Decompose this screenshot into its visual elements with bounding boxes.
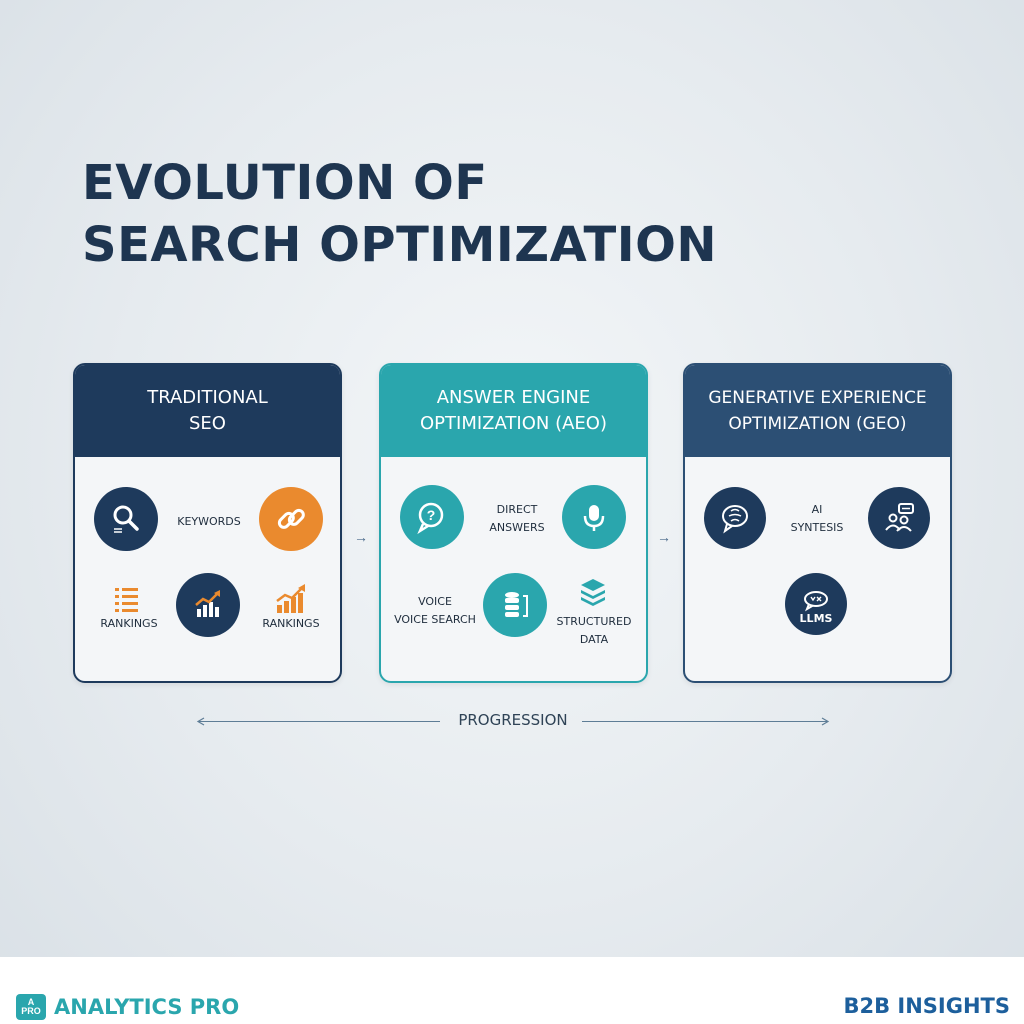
people-chat-icon bbox=[868, 487, 930, 549]
logo-top-text: A bbox=[27, 997, 35, 1007]
progression-line-right bbox=[582, 721, 828, 722]
title-line-1: EVOLUTION OF bbox=[82, 155, 488, 211]
card-header: TRADITIONAL SEO bbox=[75, 365, 340, 457]
voice-line-2: VOICE SEARCH bbox=[394, 613, 476, 626]
llm-chat-icon bbox=[785, 573, 847, 635]
rankings-label-left: RANKINGS bbox=[100, 617, 158, 630]
database-icon bbox=[483, 573, 547, 637]
connector-arrow-2: → bbox=[657, 529, 671, 545]
magnifier-icon bbox=[94, 487, 158, 551]
card-heading-line-1: GENERATIVE EXPERIENCE bbox=[708, 388, 927, 408]
card-heading-line-2: SEO bbox=[189, 413, 226, 434]
direct-answers-line-2: ANSWERS bbox=[489, 521, 545, 534]
title-line-2: SEARCH OPTIMIZATION bbox=[82, 217, 718, 273]
layers-icon bbox=[578, 577, 608, 607]
question-chat-icon: ? bbox=[400, 485, 464, 549]
card-heading-line-2: OPTIMIZATION (AEO) bbox=[420, 413, 607, 434]
progression-label: PROGRESSION bbox=[458, 711, 568, 729]
list-icon bbox=[112, 584, 142, 614]
ai-line-2: SYNTESIS bbox=[790, 521, 844, 534]
direct-answers-line-1: DIRECT bbox=[496, 503, 538, 516]
ai-line-1: AI bbox=[811, 503, 823, 516]
voice-line-1: VOICE bbox=[418, 595, 452, 608]
card-aeo: ANSWER ENGINE OPTIMIZATION (AEO) ? DIREC… bbox=[379, 363, 648, 683]
link-icon bbox=[259, 487, 323, 551]
card-heading-line-1: TRADITIONAL bbox=[147, 387, 268, 408]
voice-search-label: VOICE VOICE SEARCH bbox=[385, 593, 485, 629]
progression-arrowhead-right bbox=[821, 717, 830, 726]
card-traditional-seo: TRADITIONAL SEO KEYWORDS RANKINGS RANKIN… bbox=[73, 363, 342, 683]
direct-answers-label: DIRECT ANSWERS bbox=[477, 501, 557, 537]
rankings-label-right: RANKINGS bbox=[262, 617, 320, 630]
ai-synthesis-label: AI SYNTESIS bbox=[777, 501, 857, 537]
analytics-pro-logo: A PRO bbox=[16, 994, 46, 1020]
bar-chart-icon bbox=[176, 573, 240, 637]
structured-line-2: DATA bbox=[579, 633, 609, 646]
progression-bar: PROGRESSION bbox=[196, 711, 830, 731]
connector-arrow-1: → bbox=[354, 529, 368, 545]
page-title: EVOLUTION OF SEARCH OPTIMIZATION bbox=[82, 152, 717, 276]
card-heading-line-1: ANSWER ENGINE bbox=[436, 387, 591, 408]
b2b-insights-label: B2B INSIGHTS bbox=[843, 994, 1010, 1018]
card-header: GENERATIVE EXPERIENCE OPTIMIZATION (GEO) bbox=[685, 365, 950, 457]
microphone-icon bbox=[562, 485, 626, 549]
growth-chart-icon bbox=[273, 581, 309, 617]
brain-chat-icon bbox=[704, 487, 766, 549]
footer-band bbox=[0, 957, 1024, 1024]
structured-line-1: STRUCTURED bbox=[556, 615, 632, 628]
progression-line-left bbox=[198, 721, 440, 722]
keywords-label: KEYWORDS bbox=[177, 515, 241, 528]
progression-arrowhead-left bbox=[196, 717, 205, 726]
brand-name: ANALYTICS PRO bbox=[54, 995, 240, 1019]
brand-block: A PRO ANALYTICS PRO bbox=[16, 994, 239, 1020]
llms-label: LLMS bbox=[799, 612, 833, 625]
svg-text:?: ? bbox=[427, 507, 436, 523]
card-header: ANSWER ENGINE OPTIMIZATION (AEO) bbox=[381, 365, 646, 457]
card-heading-line-2: OPTIMIZATION (GEO) bbox=[728, 414, 907, 434]
structured-data-label: STRUCTURED DATA bbox=[551, 613, 637, 649]
logo-bottom-text: PRO bbox=[21, 1006, 41, 1016]
card-geo: GENERATIVE EXPERIENCE OPTIMIZATION (GEO)… bbox=[683, 363, 952, 683]
